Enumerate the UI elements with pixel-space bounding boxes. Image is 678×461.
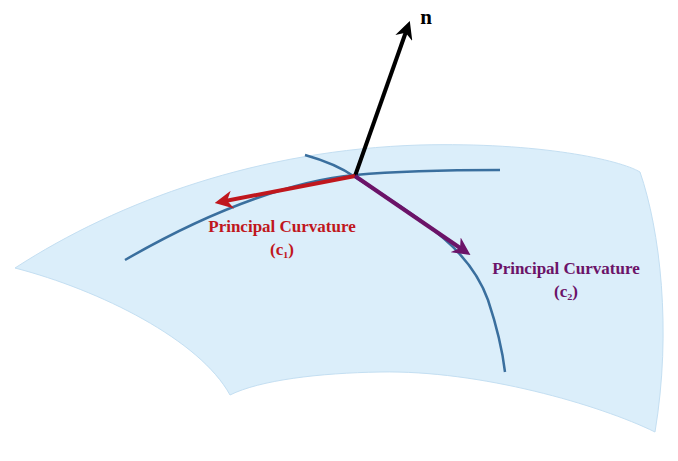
curve-line bbox=[305, 155, 505, 372]
curve-line bbox=[125, 170, 500, 260]
normal-vector bbox=[355, 26, 408, 176]
curved-surface bbox=[15, 145, 663, 432]
principal-direction-arrow bbox=[355, 176, 466, 252]
normal-label: n bbox=[411, 3, 441, 31]
principal-direction-arrow bbox=[220, 176, 355, 202]
curvature-label: Principal Curvature (c₁) bbox=[207, 216, 357, 262]
curvature-label: Principal Curvature (c₂) bbox=[491, 258, 641, 304]
